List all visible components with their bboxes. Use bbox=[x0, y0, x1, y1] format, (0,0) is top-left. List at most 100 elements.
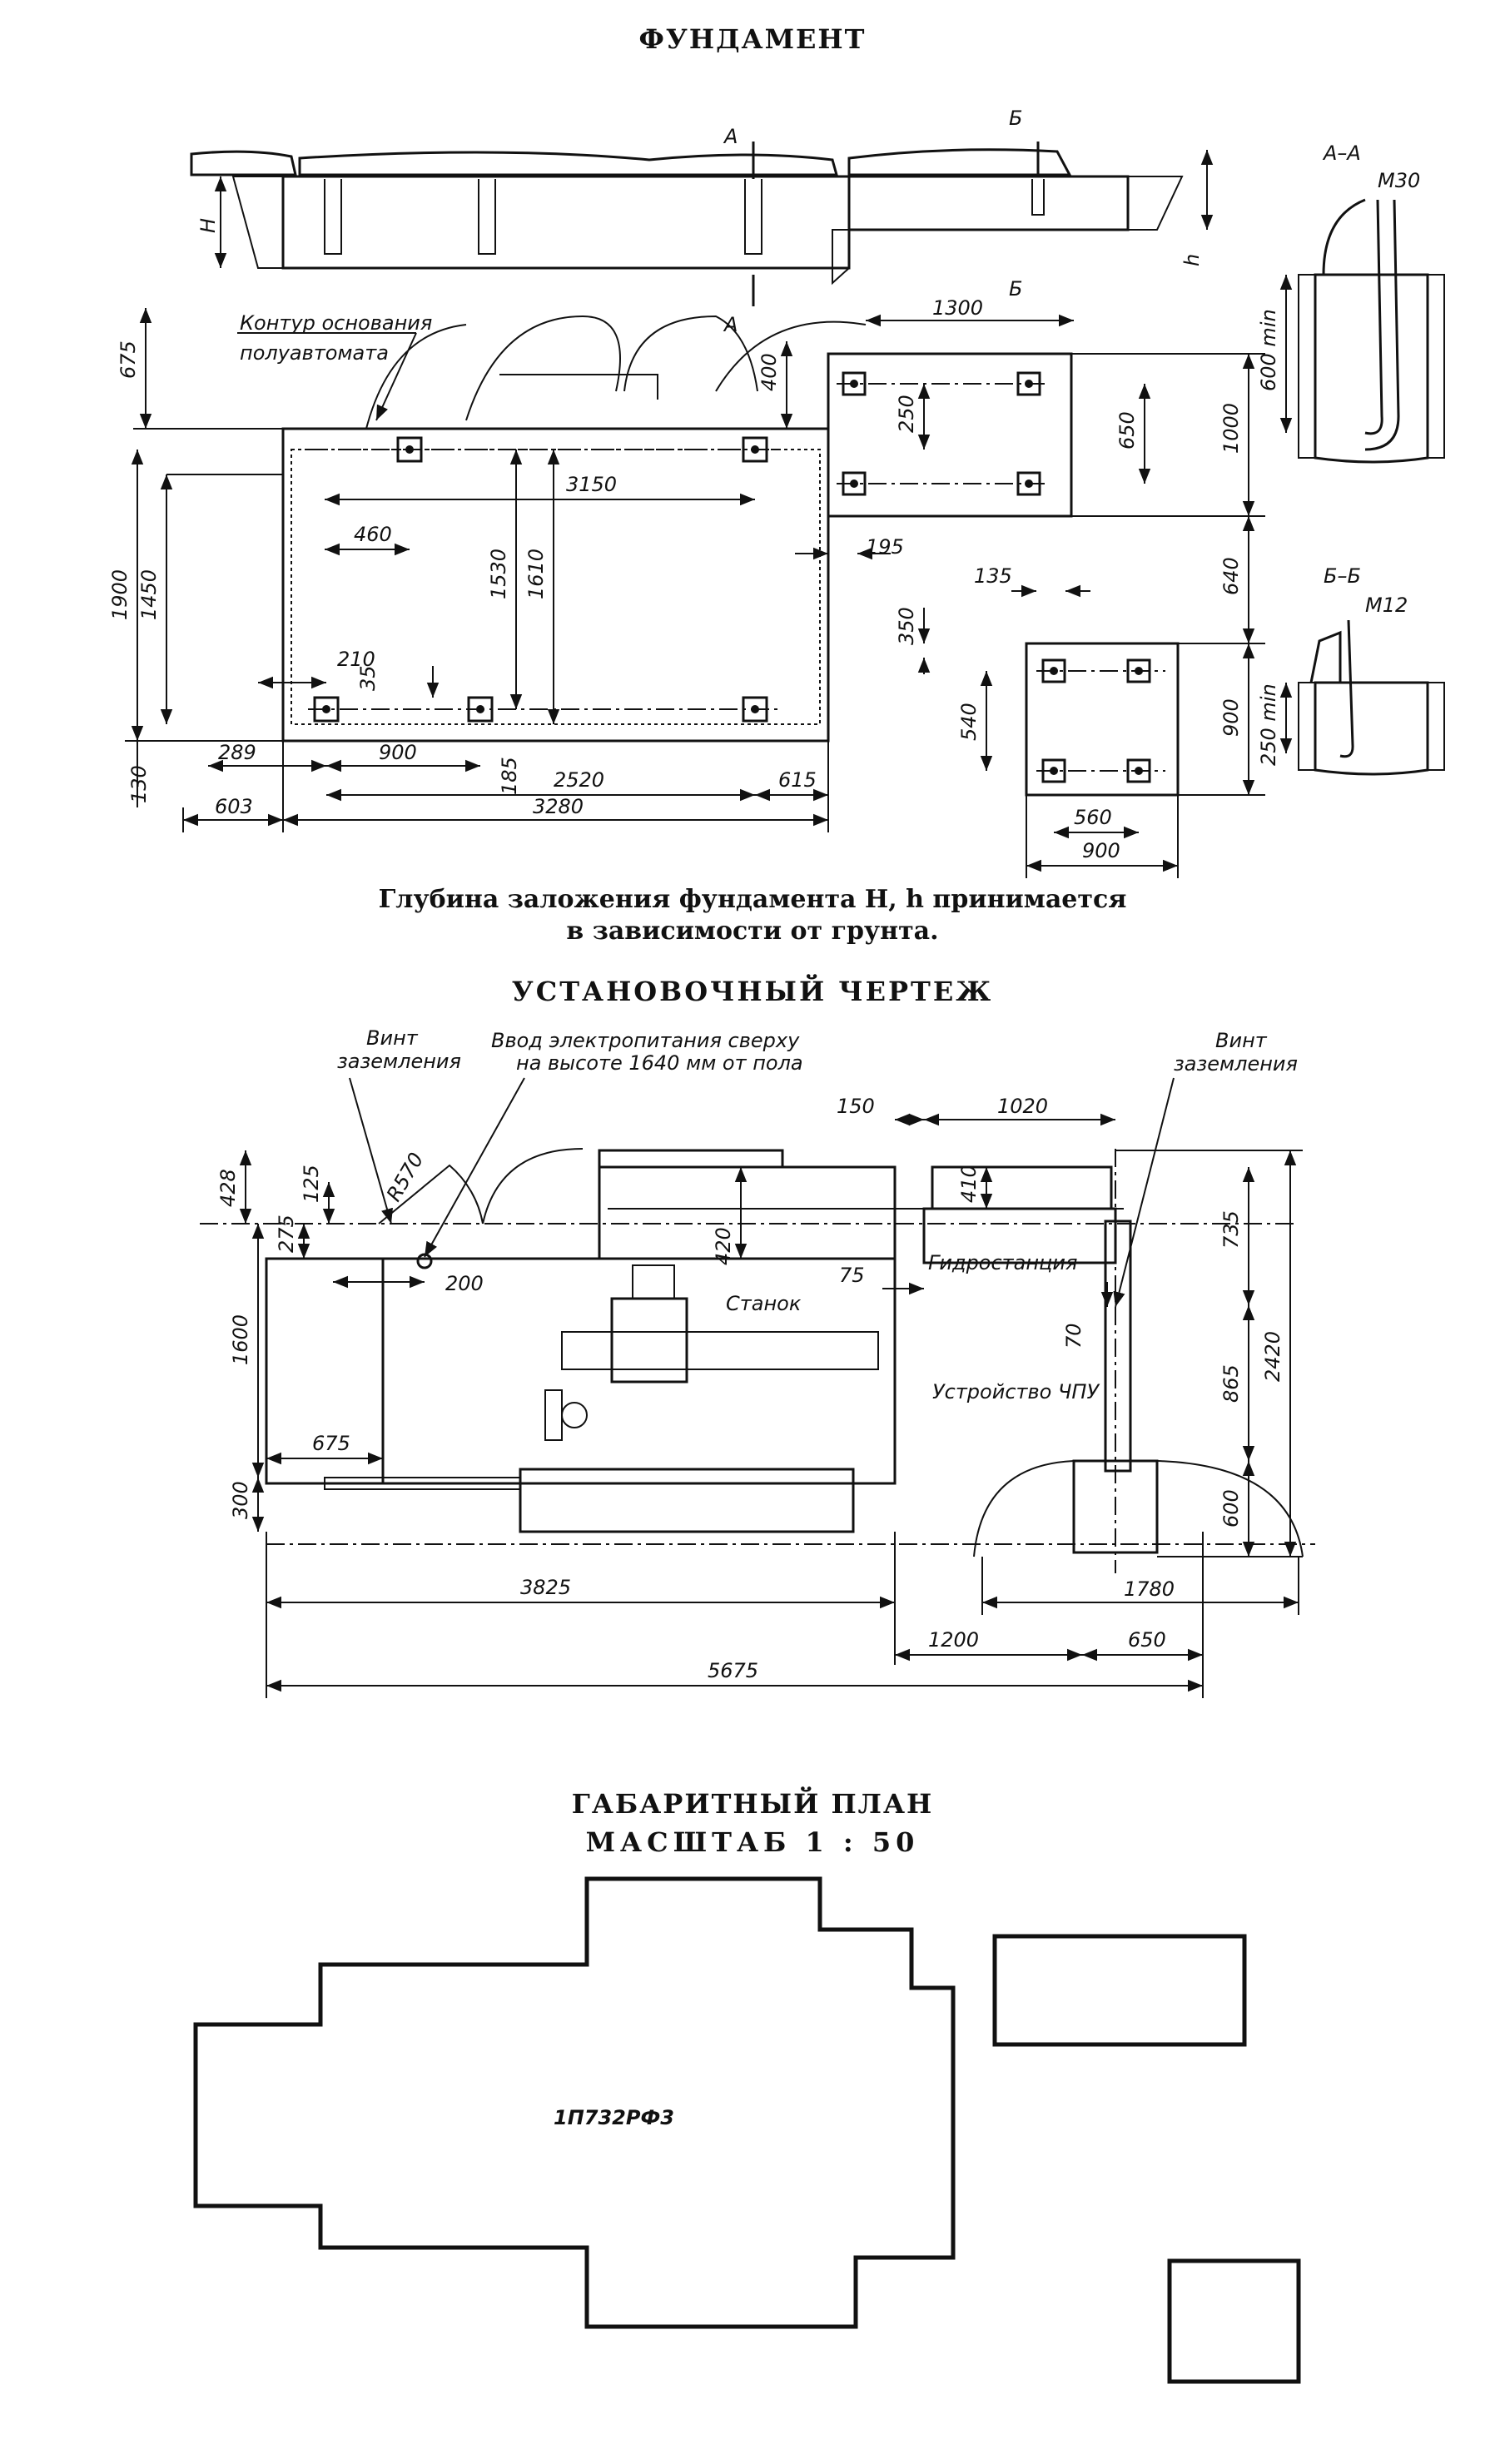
installation-title: УСТАНОВОЧНЫЙ ЧЕРТЕЖ bbox=[511, 976, 994, 1007]
label-machine: Станок bbox=[726, 1292, 802, 1315]
depth-label-h: h bbox=[1180, 254, 1204, 266]
dim-1200: 1200 bbox=[928, 1628, 979, 1652]
dim-640: 640 bbox=[1219, 557, 1243, 595]
section-bb-bolt: М12 bbox=[1365, 594, 1408, 617]
machine-base bbox=[519, 1468, 855, 1533]
dim-135: 135 bbox=[974, 564, 1012, 588]
foundation-cnc-plan bbox=[1025, 642, 1180, 797]
dim-900-horizontal: 900 bbox=[379, 741, 417, 764]
depth-label-H: H bbox=[196, 218, 220, 233]
dim-250: 250 bbox=[895, 395, 918, 433]
dim-400: 400 bbox=[757, 353, 781, 391]
model-label: 1П732РФ3 bbox=[554, 2106, 674, 2129]
dim-5675: 5675 bbox=[708, 1659, 758, 1682]
hydro-footprint bbox=[992, 1934, 1247, 2047]
floor-left bbox=[190, 150, 297, 176]
dim-600-install: 600 bbox=[1219, 1489, 1243, 1528]
contour-label-2: полуавтомата bbox=[240, 341, 389, 365]
dim-185: 185 bbox=[498, 757, 521, 795]
foundation-block-main bbox=[281, 175, 851, 270]
dim-210: 210 bbox=[337, 648, 375, 671]
floor-right bbox=[847, 148, 1072, 176]
foundation-title: ФУНДАМЕНТ bbox=[638, 23, 867, 55]
dim-675: 675 bbox=[117, 340, 140, 379]
dim-150: 150 bbox=[837, 1095, 875, 1118]
dim-1020: 1020 bbox=[997, 1095, 1048, 1118]
dim-195: 195 bbox=[866, 535, 904, 559]
section-aa-depth: 600 min bbox=[1257, 309, 1280, 391]
contour-label-1: Контур основания bbox=[240, 311, 432, 335]
dim-615: 615 bbox=[778, 768, 817, 792]
dim-1000: 1000 bbox=[1219, 403, 1243, 454]
dim-70: 70 bbox=[1062, 1323, 1085, 1349]
dim-200: 200 bbox=[445, 1272, 484, 1295]
dim-1450: 1450 bbox=[137, 569, 161, 620]
foundation-main-plan bbox=[281, 427, 830, 743]
plan-title: ГАБАРИТНЫЙ ПЛАН bbox=[571, 1788, 934, 1820]
foundation-plan-view: Контур основания полуавтомата 675 1300 4… bbox=[108, 296, 1265, 878]
section-mark-b-top: Б bbox=[1009, 107, 1022, 130]
dim-900-bottom: 900 bbox=[1082, 839, 1120, 862]
dim-420: 420 bbox=[712, 1227, 735, 1265]
section-aa-title: А–А bbox=[1322, 142, 1361, 165]
foundation-section-view: А А Б Б H h bbox=[190, 107, 1214, 336]
dim-1900: 1900 bbox=[108, 569, 132, 620]
ground-screw-left-1: Винт bbox=[366, 1026, 419, 1050]
dim-350: 350 bbox=[895, 607, 918, 645]
section-mark-b-bottom: Б bbox=[1009, 277, 1022, 301]
ground-screw-right-1: Винт bbox=[1215, 1029, 1268, 1052]
cnc-footprint bbox=[1167, 2258, 1301, 2384]
dim-3825: 3825 bbox=[520, 1576, 571, 1599]
dim-1610: 1610 bbox=[524, 549, 548, 599]
soil-hatch-step bbox=[832, 229, 850, 286]
installation-view: Винт заземления Ввод электропитания свер… bbox=[200, 1026, 1315, 1698]
dim-125: 125 bbox=[300, 1165, 323, 1203]
footprint-plan: 1П732РФ3 bbox=[193, 1876, 1301, 2384]
dim-900-vertical: 900 bbox=[1219, 698, 1243, 737]
section-mark-a-top: А bbox=[723, 125, 738, 148]
section-bb-title: Б–Б bbox=[1324, 564, 1361, 588]
dim-428: 428 bbox=[216, 1169, 240, 1207]
dim-1300: 1300 bbox=[932, 296, 983, 320]
label-radius: R570 bbox=[382, 1149, 428, 1205]
dim-1600: 1600 bbox=[229, 1314, 252, 1365]
dim-540: 540 bbox=[957, 703, 981, 741]
section-b-b: Б–Б М12 250 min bbox=[1257, 564, 1445, 776]
dim-603: 603 bbox=[215, 795, 253, 818]
dim-1530: 1530 bbox=[487, 549, 510, 599]
section-aa-bolt: М30 bbox=[1378, 169, 1420, 192]
soil-hatch-right bbox=[1127, 176, 1184, 231]
dim-35: 35 bbox=[356, 665, 380, 691]
foundation-pump-plan bbox=[827, 352, 1073, 518]
dim-75: 75 bbox=[839, 1264, 865, 1287]
dim-560: 560 bbox=[1074, 806, 1112, 829]
depth-note-line-2: в зависимости от грунта. bbox=[566, 917, 939, 946]
cnc-cable-column bbox=[1104, 1220, 1132, 1473]
ground-screw-left-2: заземления bbox=[337, 1050, 461, 1073]
label-hydro: Гидростанция bbox=[928, 1251, 1077, 1274]
ground-screw-right-2: заземления bbox=[1174, 1052, 1298, 1076]
dim-2420: 2420 bbox=[1261, 1331, 1284, 1382]
plan-scale: МАСШТАБ 1 : 50 bbox=[585, 1826, 920, 1858]
label-cnc: Устройство ЧПУ bbox=[932, 1380, 1100, 1403]
dim-650: 650 bbox=[1115, 411, 1139, 450]
dim-289: 289 bbox=[218, 741, 256, 764]
soil-hatch-left bbox=[231, 176, 284, 269]
power-entry-1: Ввод электропитания сверху bbox=[491, 1029, 800, 1052]
dim-865: 865 bbox=[1219, 1364, 1243, 1403]
dim-675-install: 675 bbox=[312, 1432, 350, 1455]
dim-300: 300 bbox=[229, 1481, 252, 1519]
machine-footprint bbox=[193, 1876, 956, 2329]
dim-130: 130 bbox=[127, 765, 151, 803]
power-entry-2: на высоте 1640 мм от пола bbox=[516, 1051, 803, 1075]
depth-note-line-1: Глубина заложения фундамента H, h приним… bbox=[378, 885, 1127, 914]
dim-2520: 2520 bbox=[554, 768, 604, 792]
section-bb-depth: 250 min bbox=[1257, 683, 1280, 766]
dim-410: 410 bbox=[957, 1165, 981, 1203]
power-entry-icon bbox=[416, 1253, 433, 1269]
section-a-a: А–А М30 600 min bbox=[1257, 142, 1445, 464]
foundation-block-pump bbox=[847, 175, 1130, 231]
dim-460: 460 bbox=[354, 523, 392, 546]
dim-3280: 3280 bbox=[533, 795, 584, 818]
